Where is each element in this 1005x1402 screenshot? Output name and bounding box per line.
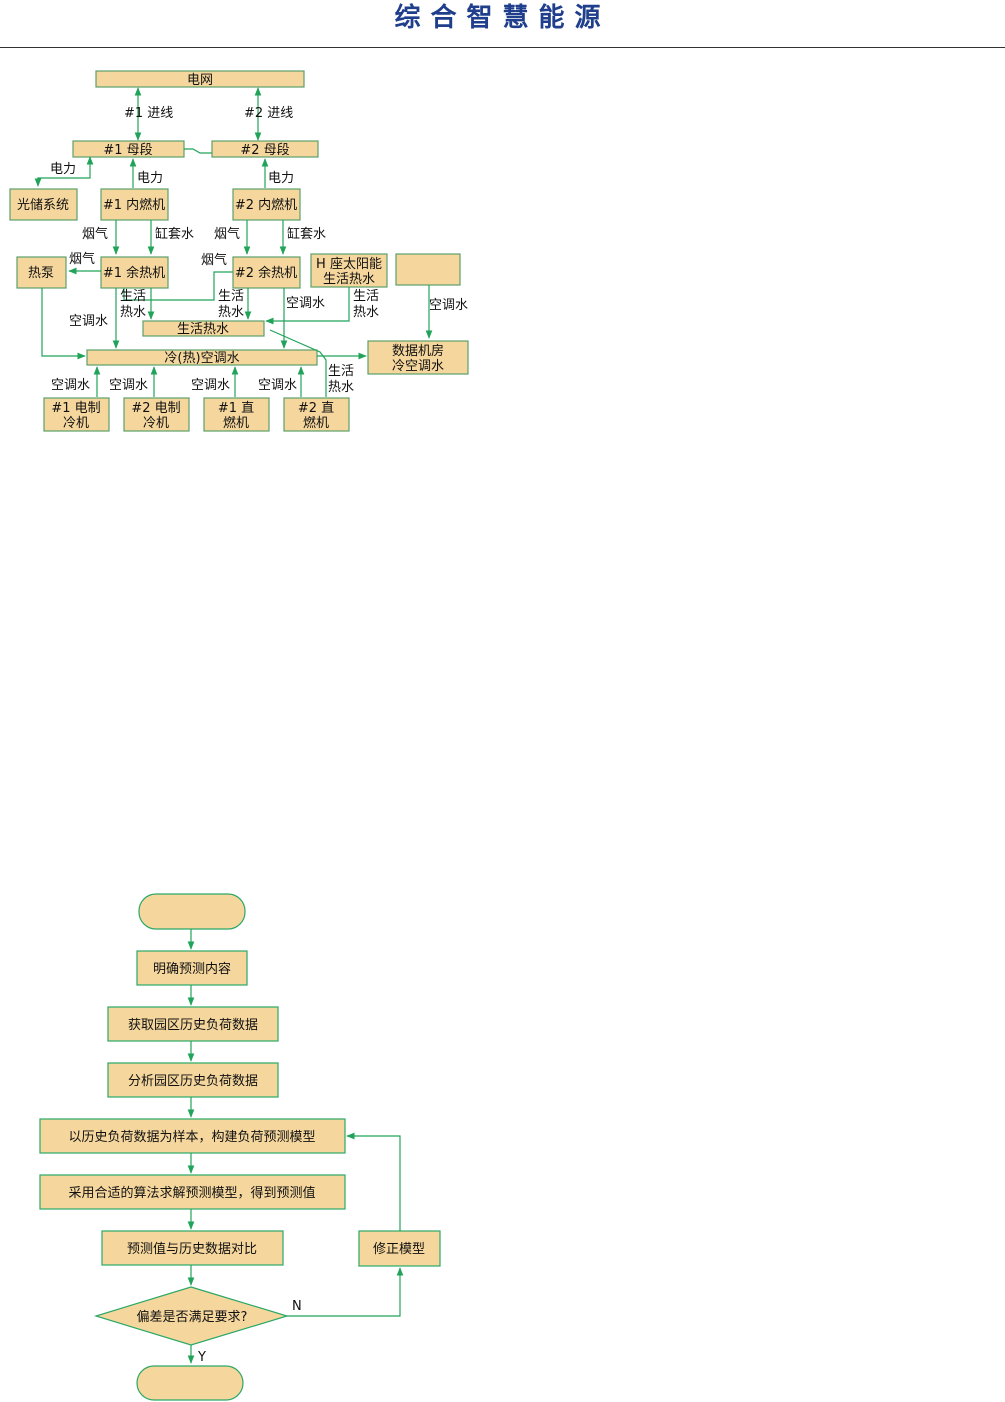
dhw-label-2b: 热水 <box>218 305 244 320</box>
dhw-bus-label: 生活热水 <box>177 322 229 337</box>
flow-step-4 <box>39 1118 346 1154</box>
flow-fix-model <box>358 1230 441 1267</box>
ac-label-hp: 空调水 <box>69 314 108 329</box>
whb-2-box <box>232 256 301 289</box>
solar-dhw-link <box>265 287 350 325</box>
flue-label-hp: 烟气 <box>69 251 95 267</box>
flue-label-1: 烟气 <box>82 226 108 242</box>
flow-start <box>138 893 246 930</box>
flow-yes-label: Y <box>197 1350 206 1365</box>
flow-decision-label: 偏差是否满足要求? <box>137 1310 248 1325</box>
dhw-label-4a: 生活 <box>328 364 354 379</box>
flow-step-3-label: 分析园区历史负荷数据 <box>128 1074 258 1089</box>
flue-label-2: 烟气 <box>214 226 240 242</box>
flow-end <box>136 1365 244 1401</box>
direct-fired-2-box <box>283 397 350 432</box>
ac-label-df1: 空调水 <box>191 378 230 393</box>
grid-box <box>95 70 305 88</box>
bus-tie <box>184 148 212 154</box>
flue-label-3: 烟气 <box>201 252 227 268</box>
direct-fired-1-label-2: 燃机 <box>223 415 249 431</box>
ac-label-dc: 空调水 <box>429 298 468 313</box>
datacenter-label-2: 冷空调水 <box>392 359 444 374</box>
header-divider <box>0 47 1005 48</box>
power-label-ice1: 电力 <box>137 171 163 186</box>
flow-step-3 <box>107 1062 279 1098</box>
whb-1-label: #1 余热机 <box>103 265 165 281</box>
chiller-1-box <box>43 397 110 432</box>
pv-link <box>34 156 94 187</box>
power-label-ice2: 电力 <box>268 171 294 186</box>
grid-label: 电网 <box>187 73 213 88</box>
flow-step-2-label: 获取园区历史负荷数据 <box>128 1018 258 1033</box>
page-title: 综合智慧能源 <box>394 3 611 33</box>
flow-step-4-label: 以历史负荷数据为样本，构建负荷预测模型 <box>68 1130 315 1145</box>
flow-step-1 <box>136 950 248 986</box>
pv-storage-box <box>9 188 78 221</box>
flow-step-6-label: 预测值与历史数据对比 <box>127 1241 257 1257</box>
bus-2-box <box>211 140 319 158</box>
dhw-label-1a: 生活 <box>120 289 146 304</box>
incoming-1-label: #1 进线 <box>124 106 173 121</box>
dhw-label-2a: 生活 <box>218 289 244 304</box>
ice-2-label: #2 内燃机 <box>235 197 297 213</box>
heat-pump-label: 热泵 <box>28 266 54 281</box>
flow-edge-no <box>287 1267 404 1317</box>
incoming-2-label: #2 进线 <box>244 106 293 121</box>
ac-bus-box <box>86 349 318 366</box>
bus-1-label: #1 母段 <box>103 143 152 158</box>
datacenter-label-1: 数据机房 <box>392 343 444 359</box>
ice-1-label: #1 内燃机 <box>103 197 165 213</box>
direct-fired-1-box <box>203 397 270 432</box>
load-forecast-flowchart: 明确预测内容 获取园区历史负荷数据 分析园区历史负荷数据 以历史负荷数据为样本，… <box>39 893 441 1401</box>
chiller-2-label-1: #2 电制 <box>131 401 180 416</box>
heat-pump-box <box>16 256 67 289</box>
ac-label-df2: 空调水 <box>258 378 297 393</box>
flow-edge-loop <box>346 1132 401 1231</box>
jacket-label-2: 缸套水 <box>287 226 326 242</box>
solar-label-1: H 座太阳能 <box>316 257 382 272</box>
chiller-1-label-2: 冷机 <box>63 416 89 431</box>
bus-2-label: #2 母段 <box>240 143 289 158</box>
cooling-source-box <box>395 253 461 286</box>
whb2-flue-loop <box>123 271 233 301</box>
direct-fired-1-label-1: #1 直 <box>218 401 254 416</box>
ac-label-ch1: 空调水 <box>51 378 90 393</box>
flow-step-5-label: 采用合适的算法求解预测模型，得到预测值 <box>68 1185 315 1201</box>
ice-1-box <box>100 188 169 221</box>
flow-step-5 <box>39 1174 346 1210</box>
ice-2-box <box>232 188 301 221</box>
ac-bus-label: 冷(热)空调水 <box>164 351 239 366</box>
flow-step-2 <box>107 1006 279 1042</box>
dhw-label-3b: 热水 <box>353 305 379 320</box>
dhw-label-3a: 生活 <box>353 289 379 304</box>
direct-fired-2-label-1: #2 直 <box>298 401 334 416</box>
power-label-pv: 电力 <box>50 162 76 177</box>
ac-label-ch2: 空调水 <box>109 378 148 393</box>
chiller-2-box <box>123 397 190 432</box>
jacket-label-1: 缸套水 <box>155 226 194 242</box>
whb-2-label: #2 余热机 <box>235 265 297 281</box>
dhw-label-4b: 热水 <box>328 380 354 395</box>
dhw-label-1b: 热水 <box>120 305 146 320</box>
heatpump-ac-link <box>41 288 86 360</box>
dhw-bus-box <box>142 320 265 337</box>
datacenter-box <box>367 340 469 375</box>
flow-step-1-label: 明确预测内容 <box>153 961 231 977</box>
chiller-1-label-1: #1 电制 <box>51 401 100 416</box>
whb-1-box <box>100 256 169 289</box>
energy-system-diagram: 电网 #1 进线 #2 进线 #1 母段 #2 母段 电力 光储系统 #1 内燃… <box>9 70 469 432</box>
flow-no-label: N <box>292 1299 302 1314</box>
solar-label-2: 生活热水 <box>323 272 375 287</box>
direct-fired-2-label-2: 燃机 <box>303 415 329 431</box>
ac-label-whb2: 空调水 <box>286 296 325 311</box>
flow-fix-label: 修正模型 <box>373 1242 425 1257</box>
chiller-2-label-2: 冷机 <box>143 416 169 431</box>
flow-step-6 <box>101 1230 284 1266</box>
pv-storage-label: 光储系统 <box>17 198 69 213</box>
